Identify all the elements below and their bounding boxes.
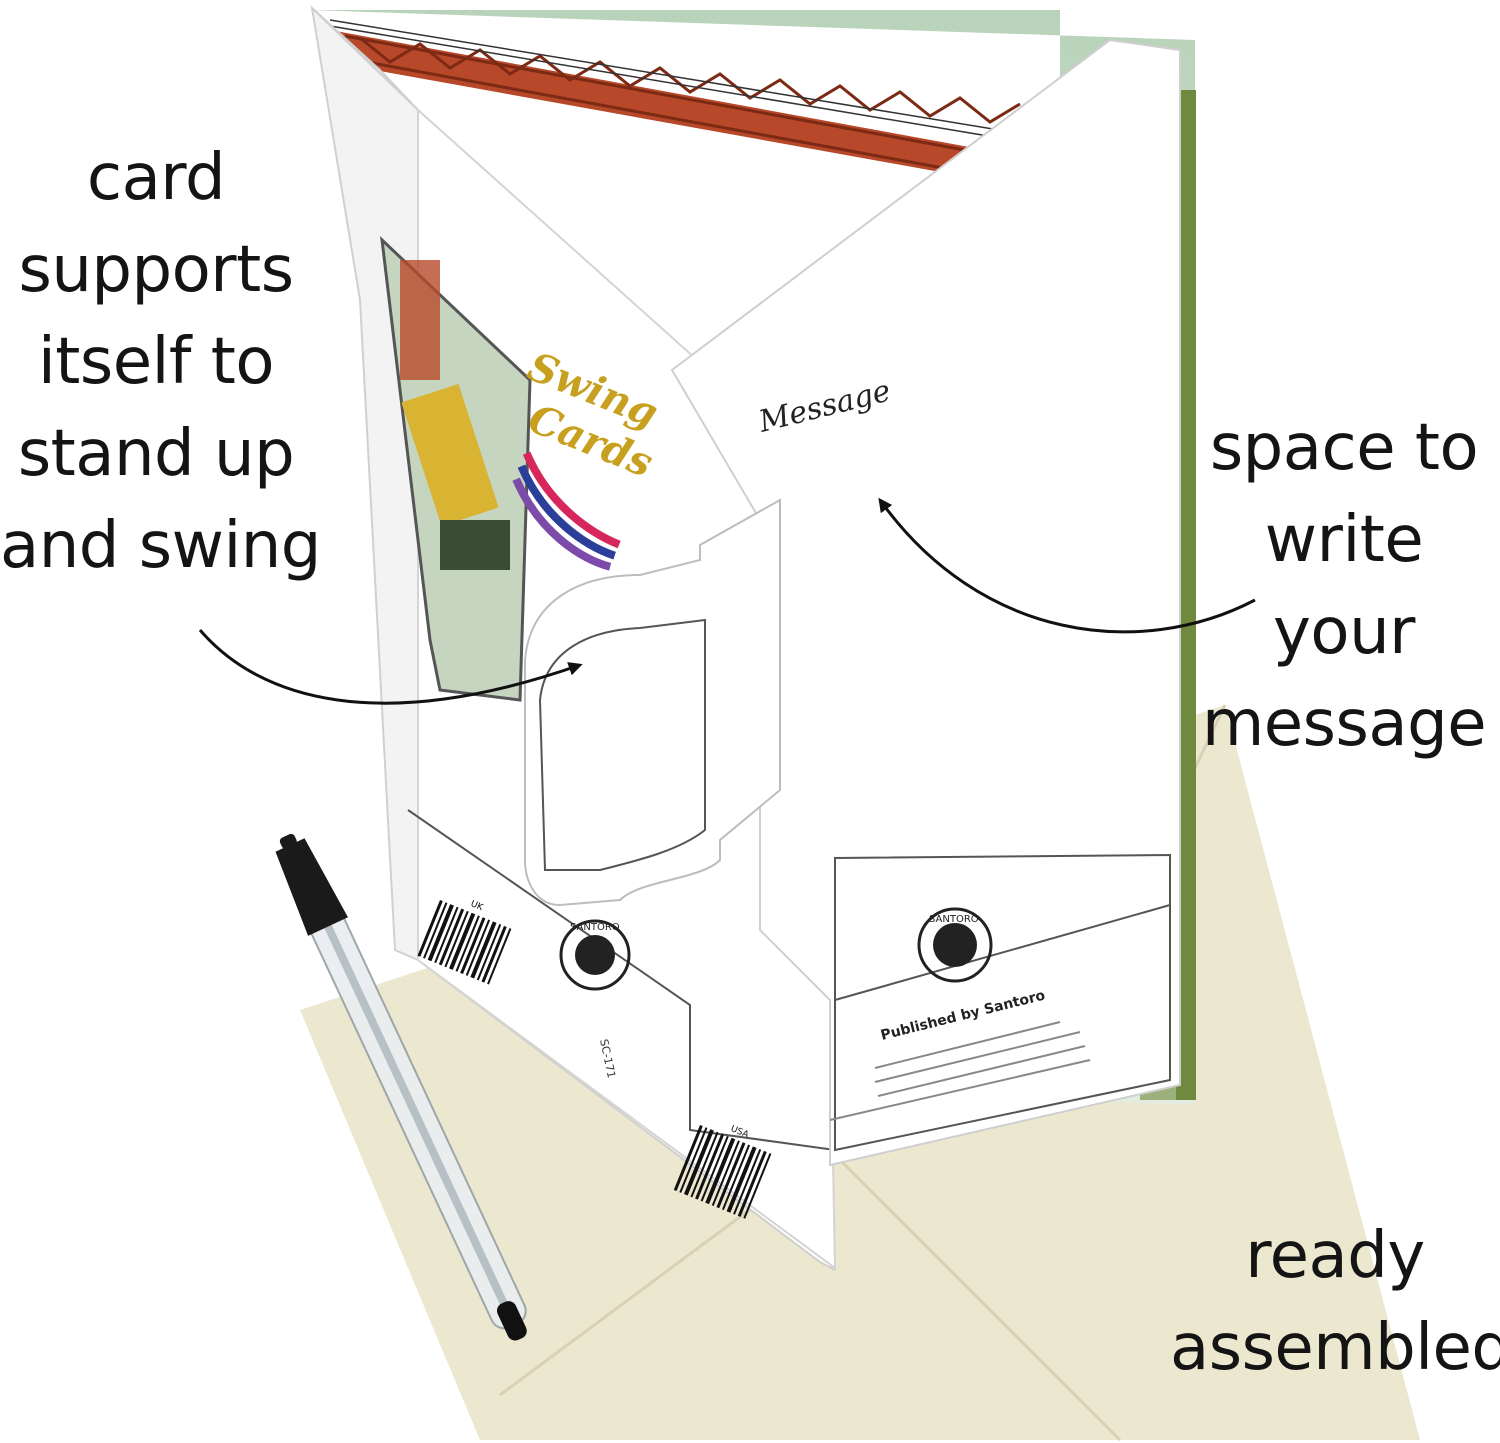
crane-girder bbox=[329, 19, 1061, 190]
caption-line: supports bbox=[18, 233, 294, 307]
swing-insert bbox=[524, 498, 781, 907]
caption-card-supports: card supports itself to stand up and swi… bbox=[0, 132, 321, 592]
caption-line: space to bbox=[1209, 411, 1479, 485]
arrow-left bbox=[198, 629, 583, 705]
barcode-label-left: UK bbox=[469, 899, 485, 913]
fine-print bbox=[829, 1021, 1091, 1121]
caption-line: and swing bbox=[0, 509, 321, 583]
caption-space-to-write: space to write your message bbox=[1196, 402, 1492, 770]
santoro-seal-left: SANTORO bbox=[559, 919, 631, 991]
caption-line: your bbox=[1273, 595, 1415, 669]
ballpoint-pen bbox=[275, 833, 527, 1341]
arrow-right bbox=[878, 497, 1256, 634]
santoro-seal-right: SANTORO bbox=[917, 907, 993, 983]
seal-text-right: SANTORO bbox=[929, 914, 979, 925]
caption-ready-assembled: ready assembled bbox=[1170, 1210, 1500, 1394]
barcode-right: USA bbox=[673, 1124, 772, 1219]
caption-line: write bbox=[1264, 503, 1424, 577]
caption-line: card bbox=[86, 141, 226, 215]
barcode-left: UK bbox=[417, 899, 512, 985]
seal-text-left: SANTORO bbox=[570, 922, 620, 933]
caption-line: stand up bbox=[17, 417, 295, 491]
caption-line: ready bbox=[1245, 1219, 1425, 1293]
caption-line: message bbox=[1201, 687, 1487, 761]
caption-line: itself to bbox=[38, 325, 275, 399]
caption-line: assembled bbox=[1170, 1311, 1500, 1385]
